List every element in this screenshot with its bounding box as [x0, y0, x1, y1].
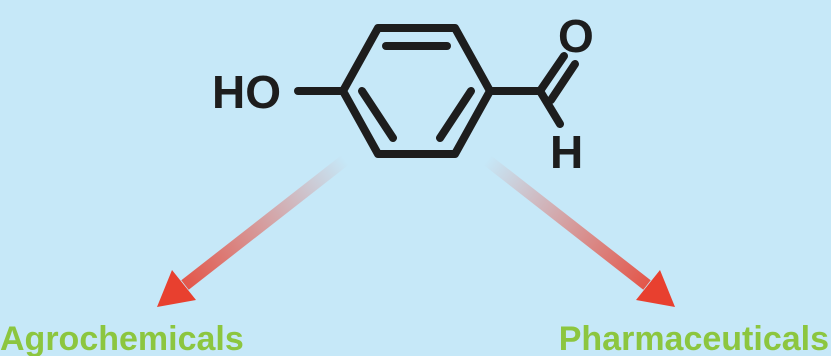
pharmaceuticals-label: Pharmaceuticals: [559, 320, 829, 356]
aldehyde-hydrogen-label: H: [550, 126, 583, 178]
ring-double-bond-left: [358, 87, 397, 142]
arrow-right-shaft: [483, 155, 651, 290]
arrow-right-head: [636, 270, 675, 307]
ring-double-bond-right: [436, 87, 475, 142]
benzene-ring: [339, 24, 494, 158]
carbonyl-double-bond-inner: [547, 60, 579, 104]
arrow-left-head: [157, 270, 196, 307]
arrow-to-pharmaceuticals: [483, 155, 675, 307]
carbonyl-double-bond-outer: [536, 52, 568, 95]
arrow-to-agrochemicals: [157, 155, 349, 307]
hydroxyl-label: HO: [212, 66, 281, 118]
agrochemicals-label: Agrochemicals: [0, 320, 244, 356]
aldehyde-hydrogen-bond: [536, 87, 564, 128]
substituent-bonds: [294, 52, 579, 128]
arrow-left-shaft: [181, 155, 349, 290]
carbonyl-oxygen-label: O: [558, 10, 594, 62]
